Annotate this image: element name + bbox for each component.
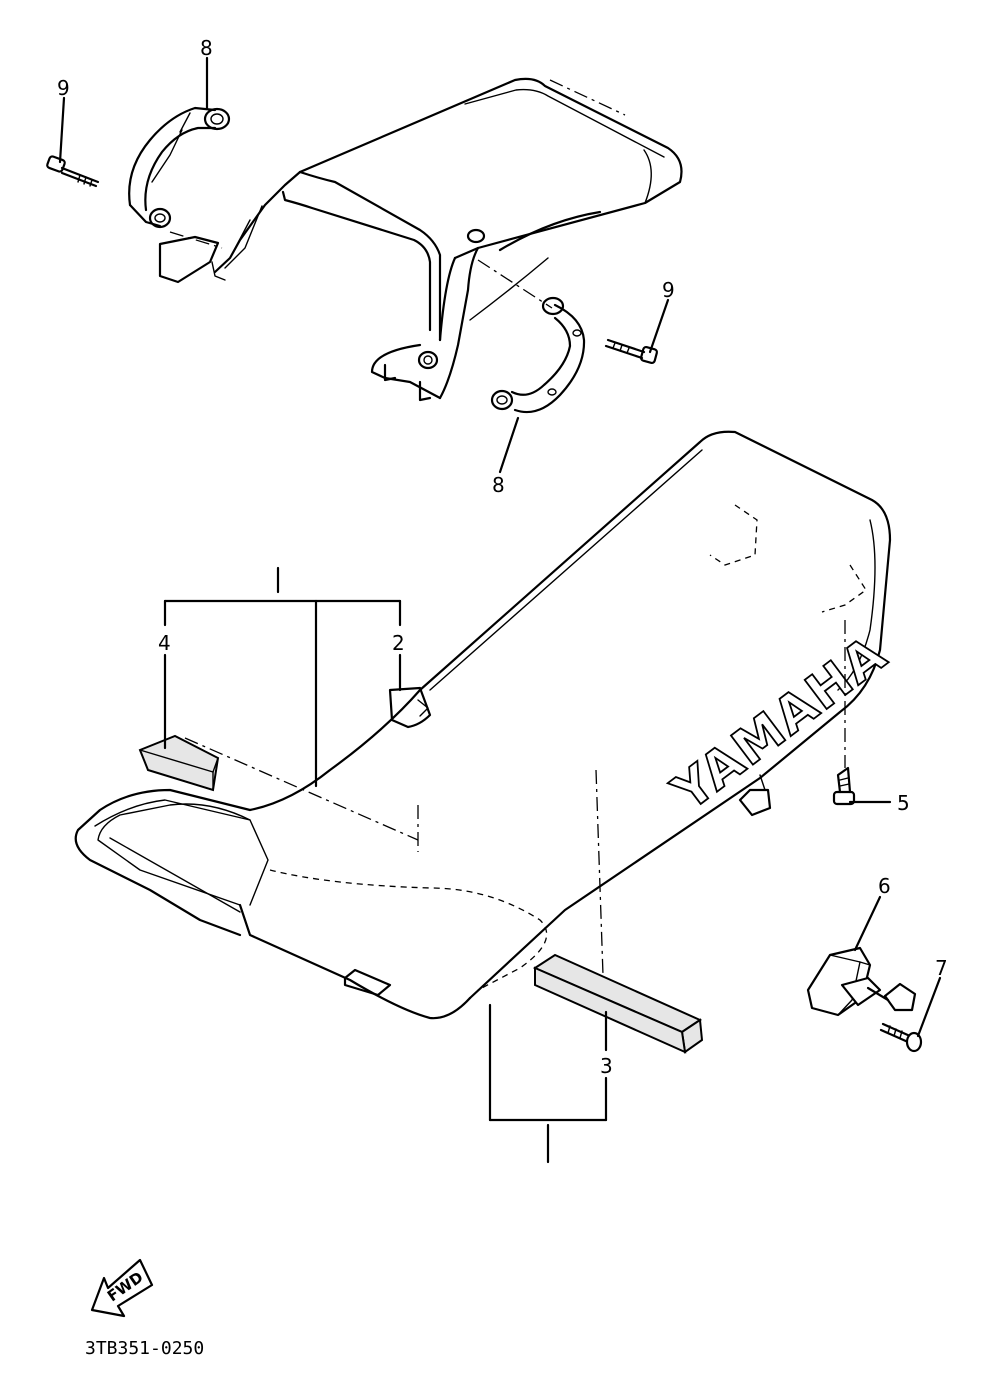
callout-6: 6 <box>878 874 891 898</box>
arrow-fwd-icon: FWD <box>90 1258 154 1318</box>
grab-bar-left <box>128 106 231 229</box>
callout-9-left: 9 <box>57 76 70 100</box>
guide-lines <box>58 56 942 1164</box>
callout-8-right: 8 <box>492 473 505 497</box>
foam-strip <box>532 953 704 1054</box>
callout-4: 4 <box>158 631 171 655</box>
callout-5: 5 <box>897 791 910 815</box>
seat-lock <box>806 946 917 1017</box>
callout-2: 2 <box>392 631 405 655</box>
bolt-right <box>604 338 658 364</box>
bolt-5 <box>832 766 856 806</box>
callout-8-top: 8 <box>200 36 213 60</box>
callout-7: 7 <box>935 956 948 980</box>
diagram-code: 3TB351-0250 <box>85 1338 204 1359</box>
bolt-left <box>46 155 100 188</box>
foam-pad <box>138 734 220 792</box>
screw-7 <box>879 1022 923 1053</box>
grab-bar-right <box>490 296 586 414</box>
callout-3: 3 <box>600 1054 613 1078</box>
seat-cowl <box>158 77 683 402</box>
callout-9-right: 9 <box>662 278 675 302</box>
seat-brand-text: YAMAHA <box>662 624 898 822</box>
main-seat <box>74 430 892 1020</box>
